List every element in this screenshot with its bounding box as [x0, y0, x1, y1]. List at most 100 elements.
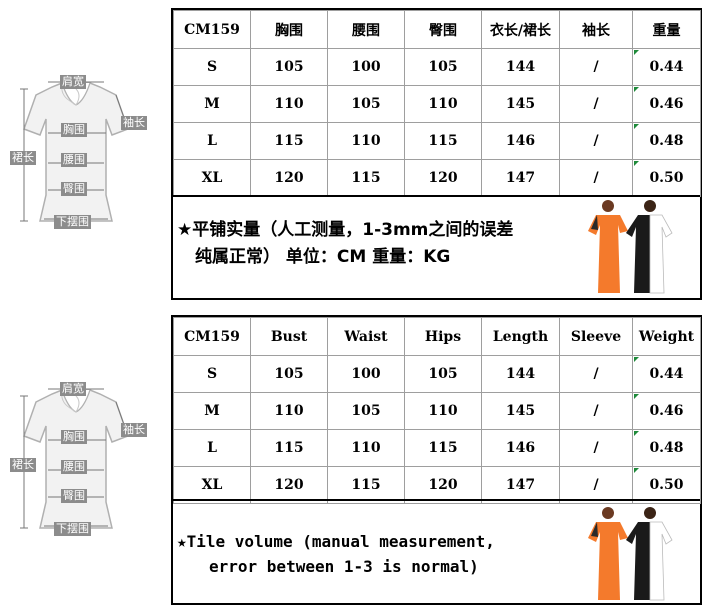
note-line-2: error between 1-3 is normal)	[209, 557, 479, 576]
header-cell: Hips	[404, 317, 482, 356]
header-cell: 衣长/裙长	[481, 10, 560, 49]
table-row: M 110 105 110 145 / 0.46	[173, 85, 701, 123]
label-sleeve: 袖长	[121, 423, 147, 437]
size-table-english: CM159 Bust Waist Hips Length Sleeve Weig…	[173, 317, 701, 504]
table-cell: M	[173, 392, 251, 430]
size-chart-english: CM159 Bust Waist Hips Length Sleeve Weig…	[171, 315, 702, 605]
table-cell: 0.44	[632, 355, 701, 393]
measurement-note: ★Tile volume (manual measurement, error …	[173, 499, 700, 603]
table-cell: L	[173, 122, 251, 160]
header-cell: 胸围	[250, 10, 328, 49]
table-cell: 120	[404, 159, 482, 197]
model-photo-icon	[588, 507, 673, 601]
header-cell: 臀围	[404, 10, 482, 49]
table-cell: S	[173, 355, 251, 393]
label-waist: 腰围	[61, 460, 87, 474]
table-cell: 145	[481, 392, 560, 430]
header-cell: 袖长	[559, 10, 633, 49]
label-hem: 下摆围	[54, 522, 91, 536]
table-cell: 0.46	[632, 85, 701, 123]
table-row: S 105 100 105 144 / 0.44	[173, 355, 701, 393]
table-cell: /	[559, 122, 633, 160]
table-cell: /	[559, 355, 633, 393]
header-cell: 腰围	[327, 10, 405, 49]
table-cell: L	[173, 429, 251, 467]
header-cell: CM159	[173, 317, 251, 356]
note-line-1: ★Tile volume (manual measurement,	[177, 532, 495, 551]
table-cell: 144	[481, 48, 560, 86]
table-cell: /	[559, 466, 633, 504]
table-cell: 147	[481, 466, 560, 504]
table-cell: 115	[404, 429, 482, 467]
label-shoulder: 肩宽	[60, 382, 86, 396]
table-row: M 110 105 110 145 / 0.46	[173, 392, 701, 430]
table-cell: 120	[250, 466, 328, 504]
table-cell: S	[173, 48, 251, 86]
label-shoulder: 肩宽	[60, 75, 86, 89]
table-cell: XL	[173, 159, 251, 197]
label-length: 裙长	[10, 458, 36, 472]
table-cell: 115	[327, 466, 405, 504]
table-cell: 110	[327, 429, 405, 467]
table-cell: 105	[404, 355, 482, 393]
header-cell: Length	[481, 317, 560, 356]
label-hips: 臀围	[61, 489, 87, 503]
table-row: XL 120 115 120 147 / 0.50	[173, 466, 701, 504]
table-cell: 100	[327, 355, 405, 393]
table-cell: 120	[250, 159, 328, 197]
table-cell: M	[173, 85, 251, 123]
table-cell: 0.50	[632, 159, 701, 197]
table-cell: 100	[327, 48, 405, 86]
model-photo-icon	[588, 200, 673, 294]
table-cell: 0.46	[632, 392, 701, 430]
table-cell: 115	[404, 122, 482, 160]
measurement-note: ★平铺实量（人工测量，1-3mm之间的误差 纯属正常） 单位：CM 重量：KG	[173, 195, 700, 298]
label-length: 裙长	[10, 151, 36, 165]
table-cell: 115	[250, 122, 328, 160]
table-cell: XL	[173, 466, 251, 504]
table-cell: 146	[481, 122, 560, 160]
table-cell: 0.50	[632, 466, 701, 504]
note-line-2: 纯属正常） 单位：CM 重量：KG	[195, 247, 451, 267]
label-bust: 胸围	[61, 430, 87, 444]
table-cell: 105	[404, 48, 482, 86]
header-cell: Weight	[632, 317, 701, 356]
header-cell: CM159	[173, 10, 251, 49]
label-hem: 下摆围	[54, 215, 91, 229]
table-cell: 0.48	[632, 429, 701, 467]
table-cell: 145	[481, 85, 560, 123]
table-cell: 105	[250, 48, 328, 86]
table-cell: /	[559, 429, 633, 467]
table-cell: 110	[404, 392, 482, 430]
table-cell: 115	[327, 159, 405, 197]
table-header-row: CM159 胸围 腰围 臀围 衣长/裙长 袖长 重量	[173, 10, 701, 49]
note-line-1: ★平铺实量（人工测量，1-3mm之间的误差	[177, 220, 514, 240]
table-cell: 0.44	[632, 48, 701, 86]
size-chart-chinese: CM159 胸围 腰围 臀围 衣长/裙长 袖长 重量 S 105 100 105…	[171, 8, 702, 300]
note-text: ★Tile volume (manual measurement, error …	[177, 529, 495, 579]
table-cell: /	[559, 159, 633, 197]
header-cell: Bust	[250, 317, 328, 356]
table-cell: 110	[404, 85, 482, 123]
table-cell: 105	[250, 355, 328, 393]
table-cell: 110	[250, 392, 328, 430]
size-table-chinese: CM159 胸围 腰围 臀围 衣长/裙长 袖长 重量 S 105 100 105…	[173, 10, 701, 197]
note-text: ★平铺实量（人工测量，1-3mm之间的误差 纯属正常） 单位：CM 重量：KG	[177, 217, 513, 271]
table-header-row: CM159 Bust Waist Hips Length Sleeve Weig…	[173, 317, 701, 356]
table-cell: 110	[327, 122, 405, 160]
header-cell: Waist	[327, 317, 405, 356]
table-cell: 144	[481, 355, 560, 393]
table-cell: 0.48	[632, 122, 701, 160]
label-hips: 臀围	[61, 182, 87, 196]
header-cell: 重量	[632, 10, 701, 49]
table-cell: 115	[250, 429, 328, 467]
table-cell: 105	[327, 392, 405, 430]
label-sleeve: 袖长	[121, 116, 147, 130]
table-row: XL 120 115 120 147 / 0.50	[173, 159, 701, 197]
table-cell: 105	[327, 85, 405, 123]
table-cell: 120	[404, 466, 482, 504]
table-row: L 115 110 115 146 / 0.48	[173, 429, 701, 467]
table-row: L 115 110 115 146 / 0.48	[173, 122, 701, 160]
table-cell: 147	[481, 159, 560, 197]
dress-diagram-bottom: 肩宽 袖长 胸围 裙长 腰围 臀围 下摆围	[4, 382, 156, 540]
